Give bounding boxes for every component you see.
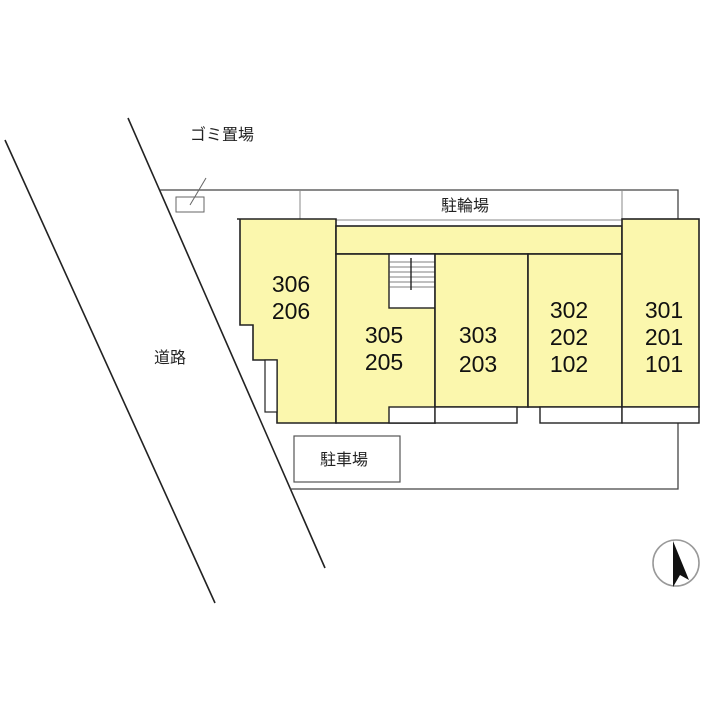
road-label: 道路 xyxy=(154,348,186,367)
corridor xyxy=(335,225,623,255)
balcony-303 xyxy=(434,406,518,424)
unit-201: 201 xyxy=(645,324,683,350)
side-structure xyxy=(264,359,278,413)
stair-steps xyxy=(389,258,435,290)
north-arrow-icon xyxy=(652,539,700,587)
unit-102: 102 xyxy=(550,351,588,377)
garbage-label: ゴミ置場 xyxy=(190,125,254,144)
unit-101: 101 xyxy=(645,351,683,377)
unit-303: 303 xyxy=(459,322,497,348)
road-edge-left xyxy=(4,139,216,604)
bicycle-parking-label: 駐輪場 xyxy=(441,196,489,215)
unit-206: 206 xyxy=(272,298,310,324)
car-parking-area xyxy=(293,435,401,483)
unit-306: 306 xyxy=(272,271,310,297)
unit-205: 205 xyxy=(365,349,403,375)
car-parking-label: 駐車場 xyxy=(320,450,368,469)
unit-302: 302 xyxy=(550,297,588,323)
bicycle-parking-area xyxy=(299,190,623,221)
balcony-301 xyxy=(621,406,700,424)
garbage-leader-line xyxy=(189,177,207,206)
unit-203: 203 xyxy=(459,351,497,377)
unit-301: 301 xyxy=(645,297,683,323)
unit-202: 202 xyxy=(550,324,588,350)
road-edge-right xyxy=(127,117,326,569)
balcony-302 xyxy=(539,406,623,424)
unit-block-302 xyxy=(527,253,623,408)
balcony-305 xyxy=(388,406,436,424)
unit-305: 305 xyxy=(365,322,403,348)
